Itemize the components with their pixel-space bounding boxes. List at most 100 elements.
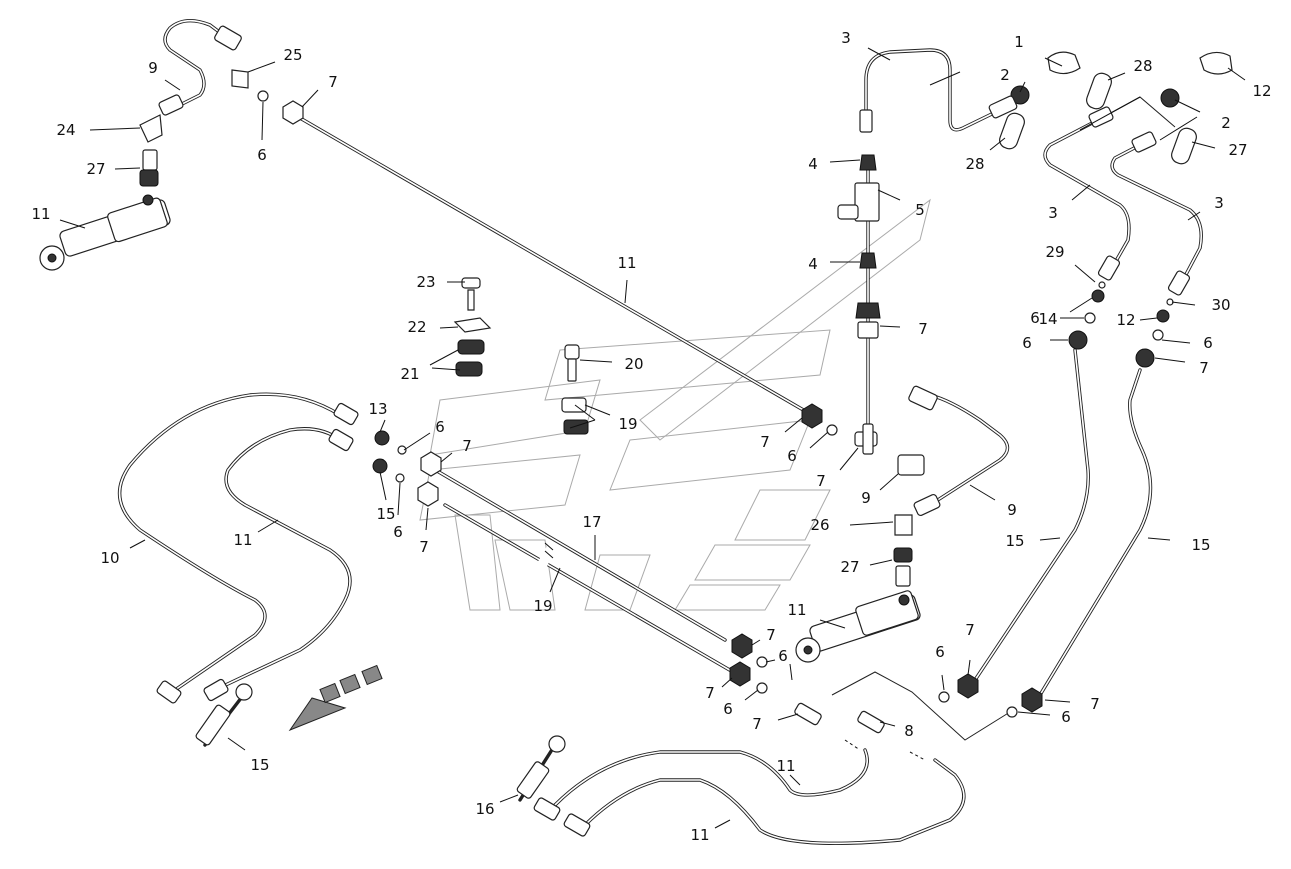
hose-11-right	[928, 393, 1010, 507]
leader-line-7	[1154, 357, 1186, 363]
leader-line-extra	[574, 404, 596, 421]
callout-28: 28	[965, 155, 984, 173]
callout-6: 6	[393, 523, 403, 541]
cable-19-bottom	[516, 735, 566, 802]
leader-line-3	[1187, 211, 1201, 221]
leader-line-15	[1147, 537, 1171, 541]
callout-16: 16	[475, 800, 494, 818]
leader-line-28	[1107, 72, 1126, 81]
leader-line-extra	[431, 367, 461, 371]
callout-7: 7	[965, 621, 975, 639]
callout-7: 7	[419, 538, 429, 556]
leader-line-7	[879, 325, 901, 328]
leader-line-20	[579, 359, 613, 363]
leader-line-7	[784, 417, 803, 433]
leader-line-19	[584, 404, 611, 416]
leader-line-15	[1039, 537, 1061, 541]
leader-line-30	[1171, 301, 1196, 306]
callout-14: 14	[1038, 310, 1057, 328]
callout-9: 9	[861, 489, 871, 507]
leader-line-6	[765, 659, 776, 663]
leader-line-6	[261, 101, 264, 141]
callout-6: 6	[1061, 708, 1071, 726]
callout-2: 2	[1000, 66, 1010, 84]
callout-6: 6	[1030, 309, 1040, 327]
leader-line-extra	[1159, 116, 1198, 141]
callout-7: 7	[705, 684, 715, 702]
leader-line-21	[429, 349, 459, 366]
callout-28: 28	[1133, 57, 1152, 75]
callout-20: 20	[624, 355, 643, 373]
leader-line-extra	[1079, 96, 1141, 131]
callout-3: 3	[841, 29, 851, 47]
leader-line-7	[967, 659, 971, 676]
callout-7: 7	[1199, 359, 1209, 377]
hose-11-bottom-a	[553, 748, 869, 807]
tube-3-right	[1043, 118, 1203, 284]
hose-11-top	[163, 19, 232, 112]
callout-9: 9	[1007, 501, 1017, 519]
fittings	[139, 25, 1233, 837]
leader-line-27	[114, 167, 141, 170]
callout-11: 11	[31, 205, 50, 223]
leader-line-26	[849, 521, 894, 526]
callout-11: 11	[776, 757, 795, 775]
callout-6: 6	[723, 700, 733, 718]
watermark-logo	[419, 198, 931, 611]
leader-line-4	[829, 159, 861, 163]
callout-26: 26	[810, 516, 829, 534]
callout-3: 3	[1048, 204, 1058, 222]
leader-line-12	[1227, 67, 1246, 81]
hose-11-left-outer	[117, 392, 342, 692]
leader-line-3	[1071, 184, 1091, 201]
leader-line-14	[1069, 297, 1093, 313]
leader-line-11	[714, 819, 731, 829]
callout-27: 27	[840, 558, 859, 576]
leader-line-7	[425, 507, 429, 531]
callout-15: 15	[250, 756, 269, 774]
leader-line-28	[989, 137, 1006, 151]
leader-line-24	[89, 127, 141, 131]
callout-6: 6	[1022, 334, 1032, 352]
callout-6: 6	[787, 447, 797, 465]
tube-3-top	[864, 48, 1002, 132]
callout-7: 7	[1090, 695, 1100, 713]
leader-line-7	[839, 447, 859, 471]
hose-11-left-inner	[213, 427, 352, 692]
tube-20	[430, 466, 727, 642]
callout-11: 11	[617, 254, 636, 272]
leader-line-7	[751, 639, 761, 646]
leader-line-6	[403, 432, 431, 451]
cylinder-12-right	[795, 590, 921, 663]
callout-29: 29	[1045, 243, 1064, 261]
callout-21: 21	[400, 365, 419, 383]
tube-16	[1038, 368, 1153, 697]
leader-line-7	[301, 89, 319, 108]
leader-line-11	[624, 279, 628, 304]
callout-7: 7	[918, 320, 928, 338]
callout-10: 10	[100, 549, 119, 567]
callout-24: 24	[56, 121, 75, 139]
tube-13	[298, 116, 814, 417]
callout-3: 3	[1214, 194, 1224, 212]
leader-line-27	[1191, 141, 1216, 149]
leader-lines	[59, 47, 1246, 829]
frame-line	[831, 671, 1011, 741]
leader-line-6	[1017, 711, 1051, 716]
callout-11: 11	[690, 826, 709, 844]
leader-line-7	[440, 452, 453, 463]
callout-15: 15	[1191, 536, 1210, 554]
leader-line-3	[867, 47, 891, 61]
leader-line-22	[439, 326, 459, 329]
leader-line-extra	[569, 419, 596, 429]
callout-12: 12	[1252, 82, 1271, 100]
callout-4: 4	[808, 255, 818, 273]
cylinder-12-left	[39, 194, 171, 271]
callout-7: 7	[766, 626, 776, 644]
leader-line-extra	[789, 663, 793, 681]
leader-line-6	[941, 674, 945, 691]
callout-15: 15	[1005, 532, 1024, 550]
callout-6: 6	[435, 418, 445, 436]
hose-11-bottom-b	[583, 758, 966, 846]
